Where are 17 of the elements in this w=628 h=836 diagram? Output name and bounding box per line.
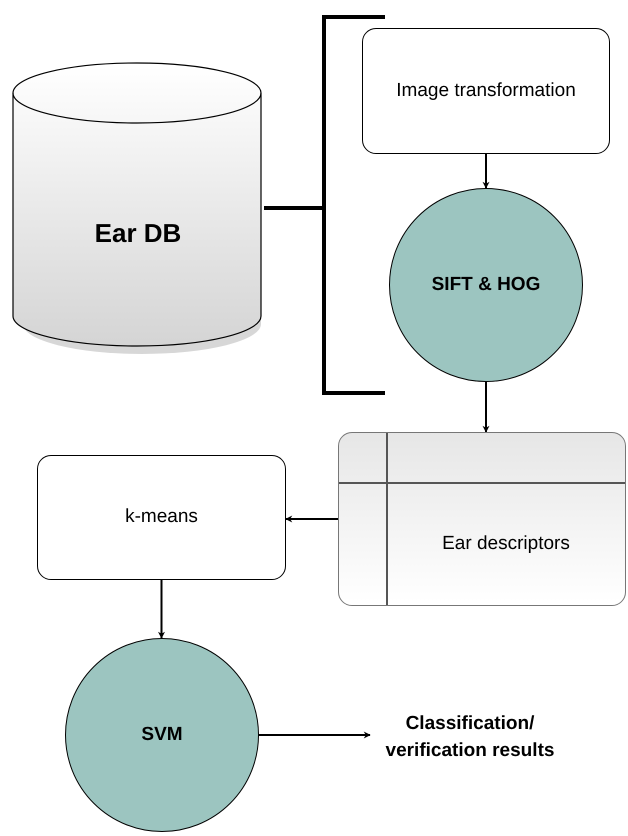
connector-line — [264, 206, 322, 210]
arrow — [482, 154, 490, 189]
node-label: SVM — [141, 722, 183, 747]
arrow — [259, 732, 371, 738]
node-label: Image transformation — [396, 78, 576, 103]
arrow — [285, 516, 338, 522]
node-label: SIFT & HOG — [432, 272, 540, 297]
bracket — [322, 15, 385, 395]
arrow — [482, 382, 490, 433]
node-label: Ear DB — [94, 216, 182, 250]
arrow — [158, 580, 165, 639]
internal-storage-shape — [338, 432, 626, 606]
node-label: Ear descriptors — [442, 532, 570, 556]
node-label: k-means — [125, 505, 198, 530]
process-box — [362, 28, 610, 154]
result-text: Classification/ verification results — [384, 712, 556, 763]
process-box — [37, 455, 286, 580]
